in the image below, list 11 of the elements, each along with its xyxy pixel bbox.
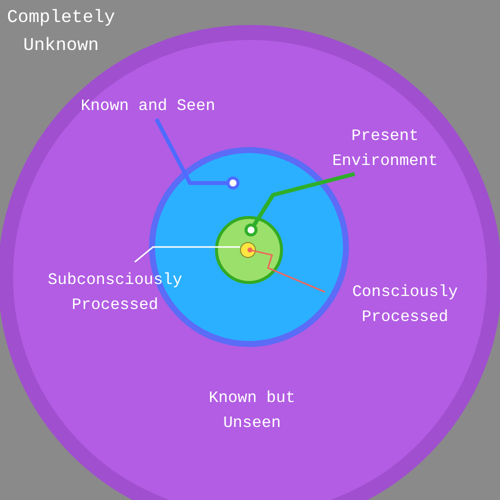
region-label: Known but Unseen	[208, 388, 296, 434]
outer-circle	[0, 25, 500, 500]
callout-text: Consciously Processed	[325, 280, 485, 330]
region-label: Completely Unknown	[6, 7, 116, 58]
leader-line	[248, 248, 326, 293]
leader-line	[244, 172, 356, 236]
leader-line	[134, 246, 240, 263]
callout-text: Known and Seen	[78, 94, 218, 119]
center-circle	[240, 242, 256, 258]
callout-text: Present Environment	[305, 124, 465, 174]
leader-line	[154, 118, 240, 190]
